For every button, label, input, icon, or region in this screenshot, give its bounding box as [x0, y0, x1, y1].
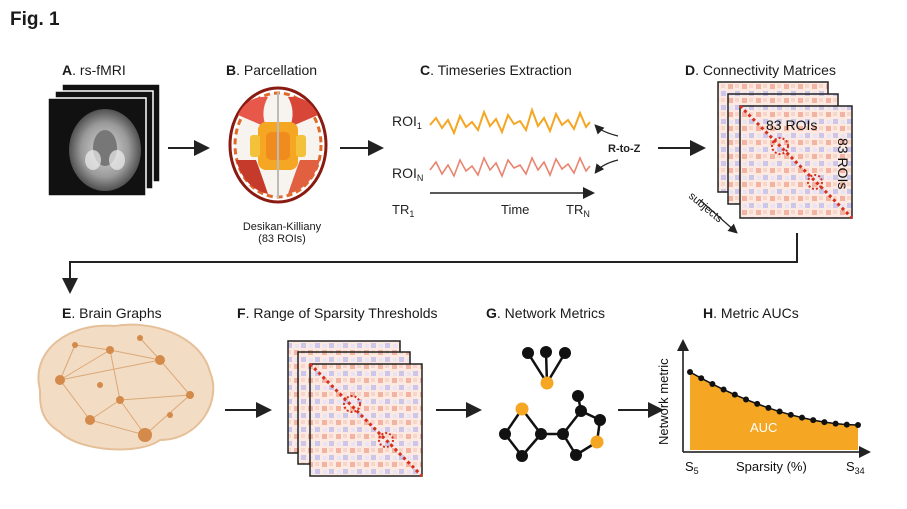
auc-point [687, 369, 693, 375]
panel-h-title: H. Metric AUCs [703, 305, 799, 321]
panel-f-title: F. Range of Sparsity Thresholds [237, 305, 438, 321]
auc-point [776, 408, 783, 415]
svg-text:TR1: TR1 [392, 202, 414, 219]
roi1-timeseries [429, 106, 591, 136]
auc-point [821, 419, 828, 426]
roi1-label: ROI1 [392, 113, 422, 131]
rois-side-label: 83 ROIs [835, 138, 851, 189]
auc-point [754, 400, 761, 407]
auc-area [690, 372, 858, 450]
auc-point [731, 391, 738, 398]
panel-c-title: C. Timeseries Extraction [420, 62, 572, 78]
timeseries-panel: ROI1 ROIN TR1 Time TRN R-to-Z [392, 106, 641, 219]
parcellation-caption: Desikan-Killiany (83 ROIs) [242, 221, 322, 245]
roin-timeseries [429, 155, 591, 179]
x-axis-label: Sparsity (%) [736, 459, 807, 474]
metric-auc-chart: Network metric Sparsity (%) S5 S34 AUC [656, 339, 871, 476]
panel-g-title: G. Network Metrics [486, 305, 606, 321]
auc-point [843, 421, 850, 428]
auc-point [855, 422, 861, 428]
panel-d-title: D. Connectivity Matrices [685, 62, 836, 78]
auc-point [799, 414, 805, 421]
auc-point [709, 381, 716, 388]
sparsity-matrices [287, 340, 424, 478]
x-end-label: S34 [846, 459, 865, 476]
panel-b-title: B. Parcellation [226, 62, 318, 78]
svg-text:Time: Time [501, 202, 529, 217]
auc-point [832, 420, 839, 427]
auc-point [787, 411, 794, 418]
y-axis-label: Network metric [656, 358, 671, 445]
parcellated-brain [228, 86, 328, 204]
auc-point [765, 404, 772, 411]
arrow-d-e [62, 233, 798, 294]
auc-point [698, 375, 705, 382]
auc-point [720, 386, 727, 393]
auc-curve [689, 371, 859, 426]
auc-label: AUC [750, 420, 777, 435]
auc-point [810, 417, 817, 424]
fmri-slices [47, 83, 161, 197]
x-start-label: S5 [685, 459, 699, 476]
brain-graph [37, 323, 215, 451]
svg-text:TRN: TRN [566, 202, 590, 219]
auc-point [743, 396, 749, 403]
r-to-z-label: R-to-Z [608, 143, 641, 155]
connectivity-matrices: 83 ROIs 83 ROIs subjects [686, 81, 854, 234]
roin-label: ROIN [392, 165, 423, 183]
auc-points [687, 369, 861, 428]
panel-a-title: A. rs-fMRI [62, 62, 126, 78]
figure-title: Fig. 1 [10, 9, 60, 30]
subjects-label: subjects [686, 190, 725, 225]
panel-e-title: E. Brain Graphs [62, 305, 162, 321]
network-metrics [499, 346, 606, 462]
rois-top-label: 83 ROIs [766, 117, 817, 133]
